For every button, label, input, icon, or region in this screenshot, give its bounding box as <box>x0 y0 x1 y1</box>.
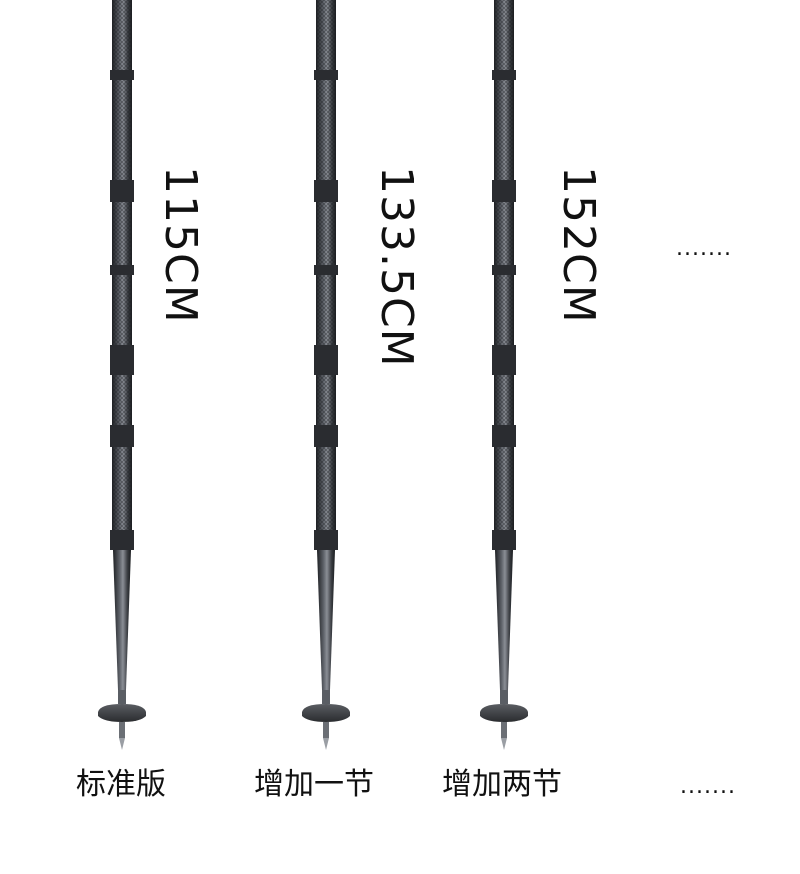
version-label-plus-two: 增加两节 <box>442 767 562 802</box>
version-label-standard: 标准版 <box>76 767 166 802</box>
trekking-pole-standard <box>98 0 528 750</box>
more-versions-ellipsis: ....... <box>680 774 736 799</box>
version-label-plus-one: 增加一节 <box>254 767 374 802</box>
pole-length-label-2: 133.5CM <box>371 166 422 368</box>
more-lengths-ellipsis: ....... <box>676 236 732 261</box>
pole-shaft-2 <box>302 0 350 750</box>
pole-length-label-1: 115CM <box>155 166 206 324</box>
pole-shaft-3 <box>480 0 528 750</box>
pole-length-label-3: 152CM <box>553 166 604 324</box>
pole-shaft-1 <box>98 0 146 750</box>
